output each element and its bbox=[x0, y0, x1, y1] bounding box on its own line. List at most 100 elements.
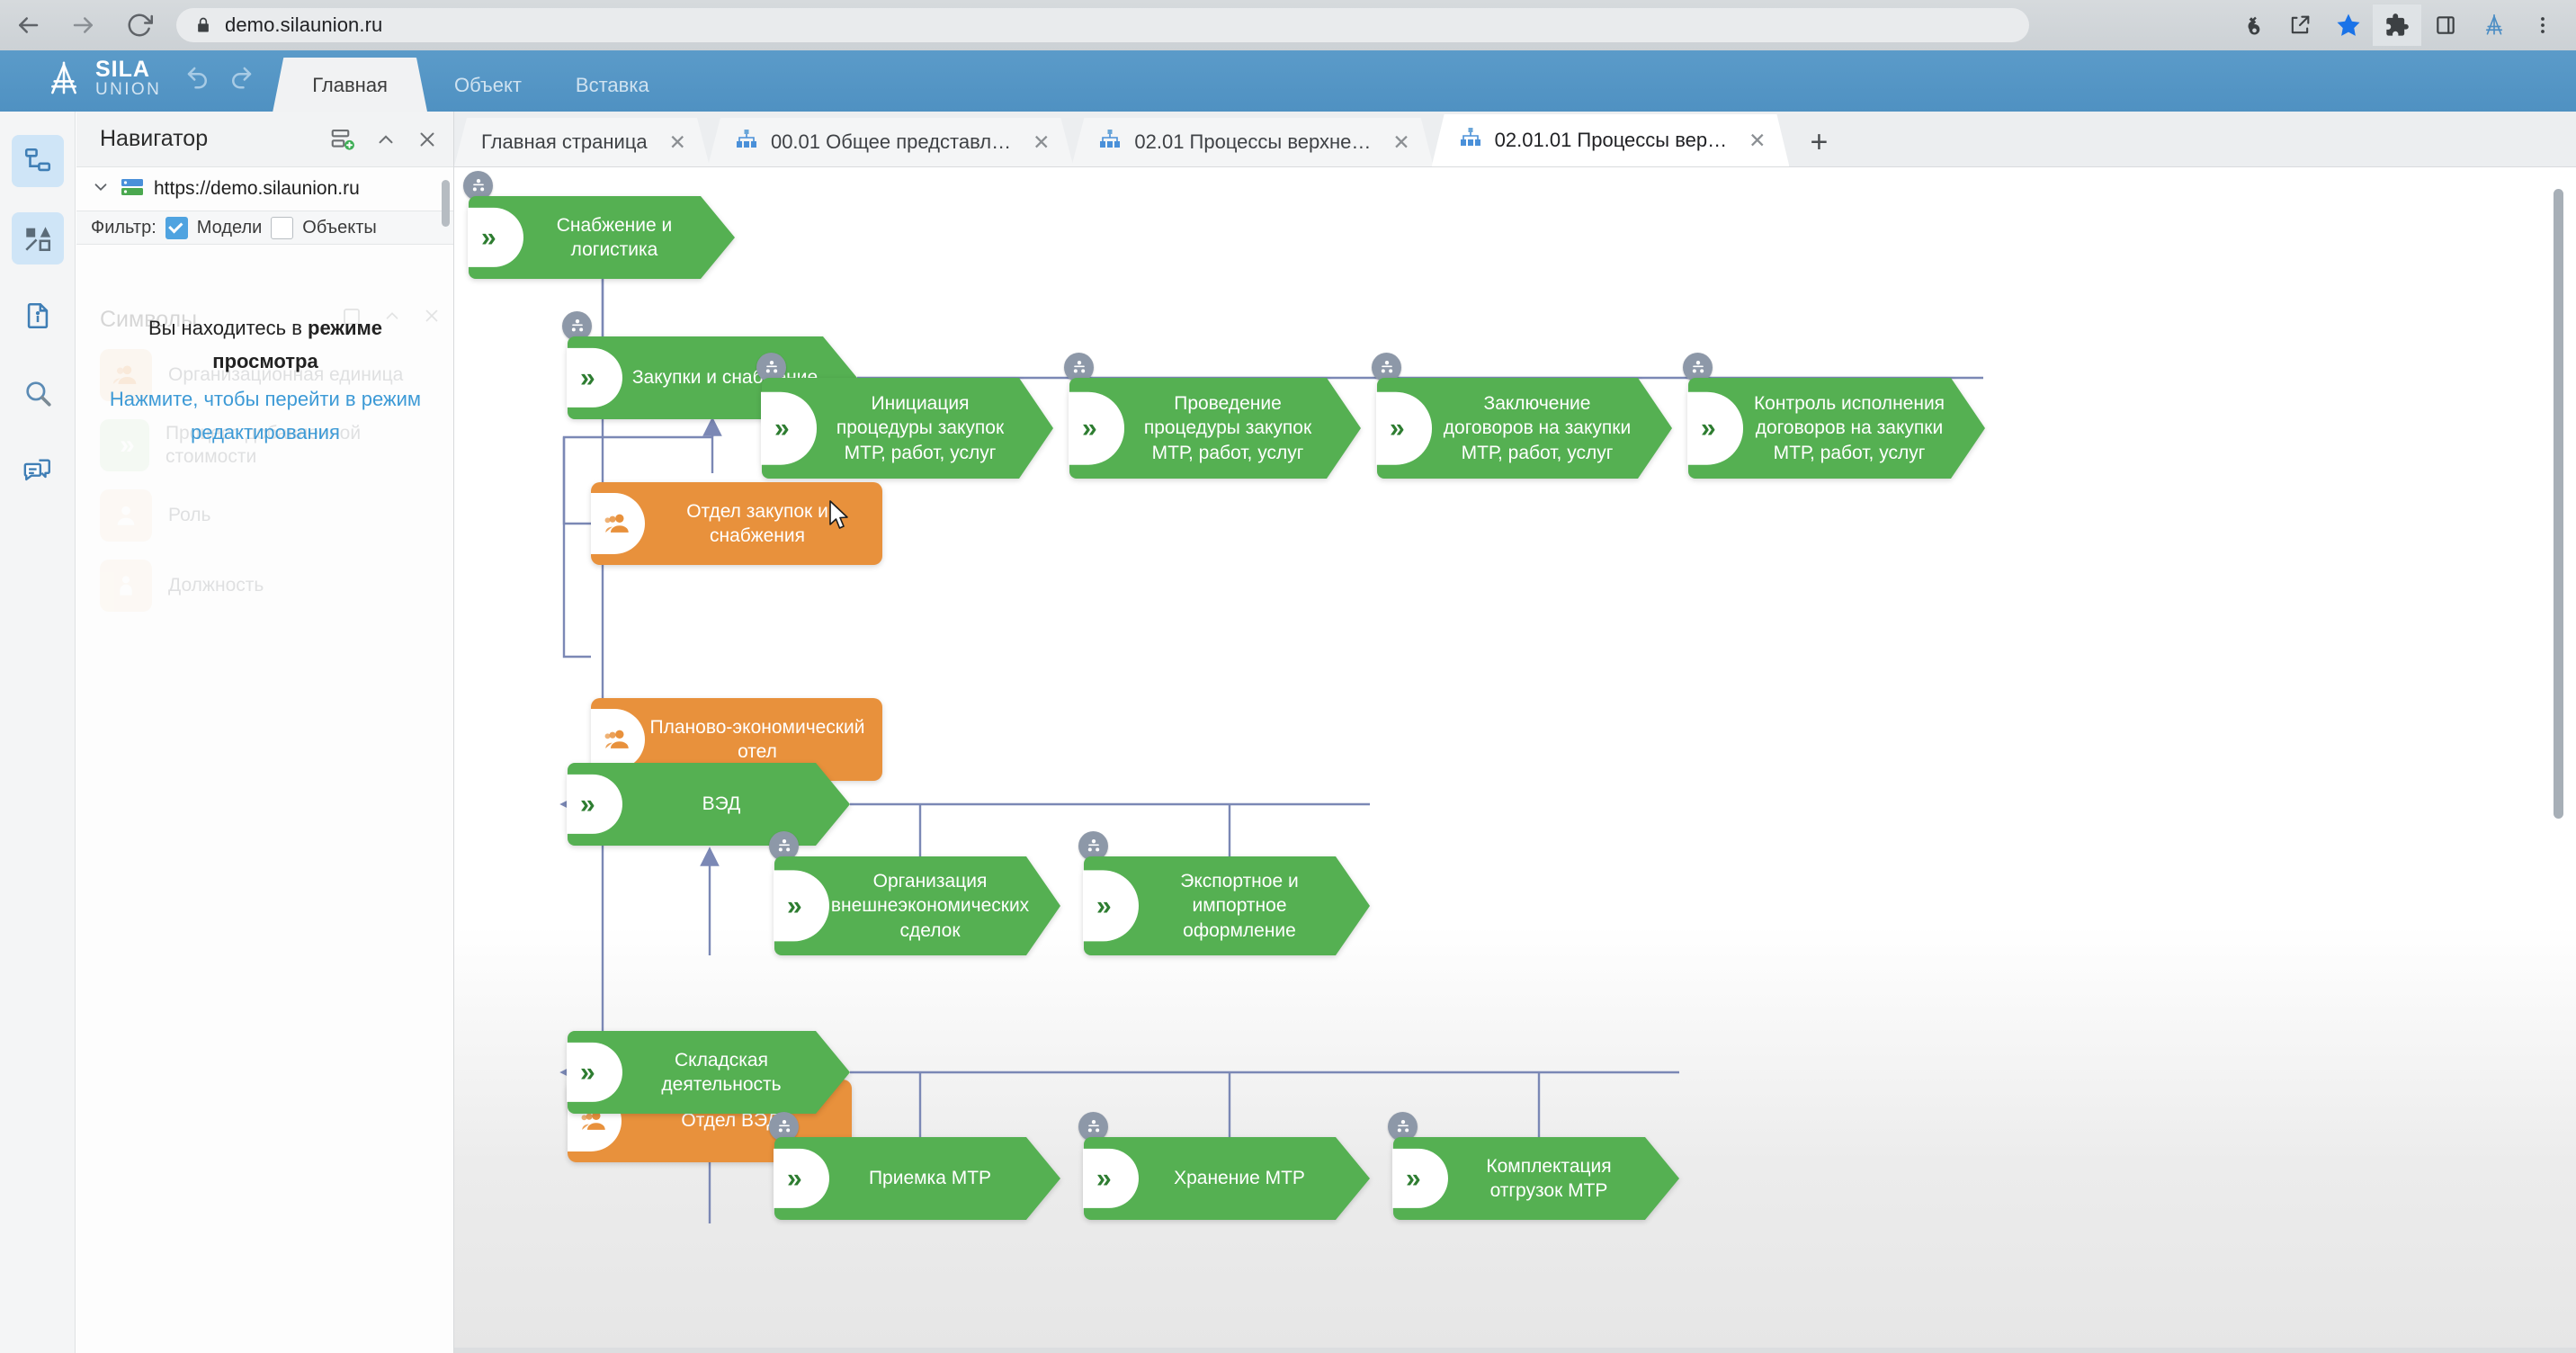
close-icon[interactable]: ✕ bbox=[668, 130, 686, 154]
profile-avatar-icon[interactable] bbox=[2470, 4, 2518, 46]
reload-icon[interactable] bbox=[112, 0, 167, 50]
responsibility-badge-icon bbox=[1078, 831, 1108, 861]
ribbon-tab-insert[interactable]: Вставка bbox=[549, 58, 676, 112]
filter-checkbox-models[interactable] bbox=[165, 216, 188, 239]
chevron-glyph-icon: » bbox=[580, 789, 595, 820]
chevron-notch bbox=[774, 1148, 829, 1209]
close-icon[interactable]: ✕ bbox=[1392, 130, 1410, 154]
process-node-storage[interactable]: » Хранение МТР bbox=[1078, 1112, 1370, 1220]
symbol-item-role[interactable]: Роль bbox=[76, 480, 454, 551]
url-text: demo.silaunion.ru bbox=[225, 13, 383, 36]
close-icon[interactable]: ✕ bbox=[1033, 130, 1051, 154]
process-node-conducting[interactable]: » Проведение процедуры закупок МТР, рабо… bbox=[1064, 353, 1361, 479]
value-chain-icon: » bbox=[100, 419, 149, 471]
undo-icon[interactable] bbox=[184, 64, 211, 95]
process-node-contracts[interactable]: » Заключение договоров на закупки МТР, р… bbox=[1372, 353, 1672, 479]
navigator-header: Навигатор bbox=[76, 112, 453, 167]
chevron-up-icon[interactable] bbox=[374, 128, 398, 151]
search-icon[interactable] bbox=[341, 306, 362, 334]
process-node-warehouse-activity[interactable]: » Складская деятельность bbox=[567, 1031, 850, 1114]
chevron-notch bbox=[1376, 391, 1432, 465]
new-tab-button[interactable]: + bbox=[1810, 124, 1829, 159]
add-model-icon[interactable] bbox=[329, 126, 356, 153]
node-label: Инициация процедуры закупок МТР, работ, … bbox=[836, 393, 1005, 463]
doc-tab-label: 02.01.01 Процессы вер… bbox=[1494, 129, 1728, 151]
close-icon[interactable] bbox=[422, 306, 442, 334]
node-label: Снабжение и логистика bbox=[556, 214, 673, 260]
process-node-initiation[interactable]: » Инициация процедуры закупок МТР, работ… bbox=[756, 353, 1053, 479]
browser-menu-icon[interactable] bbox=[2518, 4, 2567, 46]
navigator-tree-root-row[interactable]: https://demo.silaunion.ru bbox=[76, 167, 453, 211]
back-arrow-icon[interactable] bbox=[0, 0, 56, 50]
chevron-notch bbox=[1392, 1148, 1448, 1209]
process-node-shipment-picking[interactable]: » Комплектация отгрузок МТР bbox=[1388, 1112, 1679, 1220]
process-node-contract-control[interactable]: » Контроль исполнения договоров на закуп… bbox=[1683, 353, 1985, 479]
filter-label: Фильтр: bbox=[91, 217, 157, 237]
filter-objects-label: Объекты bbox=[302, 217, 377, 237]
browser-action-icons bbox=[2227, 0, 2576, 50]
org-unit-icon bbox=[100, 349, 152, 401]
symbol-item-value-chain[interactable]: » Процесс добавленной стоимости bbox=[76, 410, 454, 480]
doc-tab-00-01[interactable]: 00.01 Общее представл… ✕ bbox=[708, 118, 1073, 166]
chevron-notch bbox=[468, 207, 523, 268]
filter-checkbox-objects[interactable] bbox=[271, 216, 294, 239]
navigator-scrollbar[interactable] bbox=[442, 180, 450, 227]
node-label: Экспортное и импортное оформление bbox=[1180, 871, 1299, 941]
browser-toolbar: demo.silaunion.ru bbox=[0, 0, 2576, 50]
doc-tab-label: 02.01 Процессы верхне… bbox=[1134, 130, 1372, 153]
process-node-foreign-trade-deals[interactable]: » Организация внешнеэкономических сделок bbox=[769, 831, 1060, 955]
comments-icon[interactable] bbox=[12, 444, 64, 497]
ribbon-tab-label: Вставка bbox=[575, 74, 649, 96]
responsibility-badge-icon bbox=[562, 311, 592, 341]
symbol-item-position[interactable]: Должность bbox=[76, 551, 454, 621]
doc-tab-02-01[interactable]: 02.01 Процессы верхне… ✕ bbox=[1071, 118, 1433, 166]
view-mode-overlay[interactable]: Вы находитесь в режиме просмотра Нажмите… bbox=[76, 311, 454, 450]
responsibility-badge-icon bbox=[1064, 353, 1094, 382]
responsibility-badge-icon bbox=[1372, 353, 1401, 382]
chevron-glyph-icon: » bbox=[787, 1163, 802, 1194]
extensions-puzzle-icon[interactable] bbox=[2373, 4, 2421, 46]
canvas-horizontal-scrollbar[interactable] bbox=[454, 1348, 2576, 1353]
ribbon-tab-object[interactable]: Объект bbox=[427, 58, 549, 112]
forward-arrow-icon[interactable] bbox=[56, 0, 112, 50]
process-node-goods-receipt[interactable]: » Приемка МТР bbox=[769, 1112, 1060, 1220]
mouse-pointer-icon bbox=[828, 500, 852, 537]
symbol-item-label: Организационная единица bbox=[168, 363, 404, 385]
search-icon[interactable] bbox=[12, 367, 64, 419]
chevron-down-icon[interactable] bbox=[91, 177, 111, 202]
close-icon[interactable] bbox=[416, 128, 439, 151]
org-unit-node-procurement-dept[interactable]: Отдел закупок и снабжения bbox=[591, 482, 882, 565]
ribbon-tab-label: Объект bbox=[453, 74, 522, 96]
symbols-shapes-icon[interactable] bbox=[11, 212, 64, 264]
password-key-icon[interactable] bbox=[2227, 4, 2276, 46]
bookmark-star-icon[interactable] bbox=[2324, 4, 2373, 46]
document-info-icon[interactable] bbox=[12, 290, 64, 342]
navigator-filter-row: Фильтр: Модели Объекты bbox=[76, 211, 453, 245]
node-label: Складская деятельность bbox=[661, 1049, 782, 1095]
position-icon bbox=[100, 560, 152, 612]
switch-to-edit-link[interactable]: Нажмите, чтобы перейти в режим редактиро… bbox=[109, 387, 422, 444]
close-icon[interactable]: ✕ bbox=[1749, 128, 1767, 152]
side-panel-icon[interactable] bbox=[2421, 4, 2470, 46]
redo-icon[interactable] bbox=[228, 64, 255, 95]
process-node-export-import-clearance[interactable]: » Экспортное и импортное оформление bbox=[1078, 831, 1370, 955]
node-label: Заключение договоров на закупки МТР, раб… bbox=[1443, 393, 1632, 463]
lock-icon bbox=[194, 15, 212, 35]
canvas-vertical-scrollbar[interactable] bbox=[2554, 189, 2563, 819]
responsibility-badge-icon bbox=[463, 171, 493, 201]
node-label: Приемка МТР bbox=[868, 1168, 992, 1189]
responsibility-badge-icon bbox=[769, 831, 799, 861]
diagram-canvas[interactable]: » Снабжение и логистика » Закупки и снаб… bbox=[454, 167, 2576, 1353]
share-icon[interactable] bbox=[2276, 4, 2324, 46]
process-node-supply-logistics[interactable]: » Снабжение и логистика bbox=[463, 171, 735, 279]
ribbon-tab-home[interactable]: Главная bbox=[273, 58, 427, 112]
doc-tab-02-01-01[interactable]: 02.01.01 Процессы вер… ✕ bbox=[1432, 114, 1790, 166]
address-bar[interactable]: demo.silaunion.ru bbox=[176, 8, 2029, 42]
diagram-shapes: » Снабжение и логистика » Закупки и снаб… bbox=[454, 167, 2576, 1353]
symbol-item-org-unit[interactable]: Организационная единица bbox=[76, 340, 454, 410]
process-node-ved[interactable]: » ВЭД bbox=[567, 763, 850, 846]
chevron-up-icon[interactable] bbox=[382, 306, 402, 334]
brand-line-1: SILA bbox=[95, 57, 150, 82]
navigator-tree-icon[interactable] bbox=[11, 135, 64, 187]
doc-tab-home[interactable]: Главная страница ✕ bbox=[454, 118, 710, 166]
